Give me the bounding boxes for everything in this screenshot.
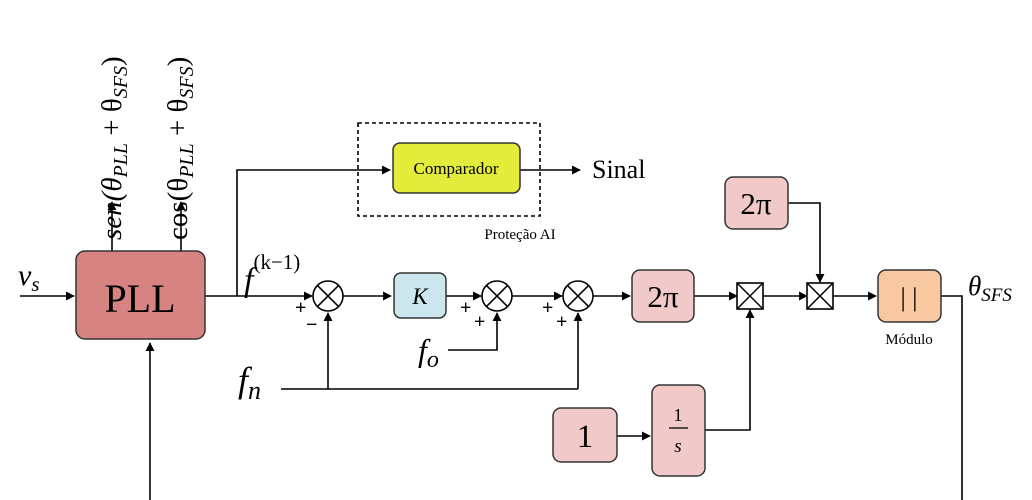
pll-cos-output-label: cos(θPLL + θSFS) bbox=[162, 57, 198, 240]
protection-label: Proteção AI bbox=[484, 227, 555, 243]
modulus-block bbox=[877, 269, 942, 323]
comparator-block bbox=[392, 142, 521, 194]
wire-top-2pi-to-mult2 bbox=[788, 202, 825, 283]
gain-block bbox=[393, 272, 447, 319]
comparator-label: Comparador bbox=[414, 159, 499, 178]
pll-sin-output-label: sen(θPLL + θSFS) bbox=[96, 56, 132, 240]
modulus-label: Módulo bbox=[885, 332, 933, 348]
two-pi-top-block bbox=[724, 176, 789, 230]
fn-label: fn bbox=[238, 360, 261, 405]
summing-junction-3 bbox=[562, 280, 594, 312]
signal-wires bbox=[20, 165, 963, 500]
integrator-denominator: s bbox=[674, 436, 681, 457]
pll-block-label: PLL bbox=[104, 276, 175, 321]
gain-label: K bbox=[411, 284, 429, 309]
summing-junction-2 bbox=[481, 280, 513, 312]
wire-theta-feedback bbox=[941, 295, 963, 500]
multiplier-2 bbox=[806, 282, 834, 310]
wire-branch-to-comparator bbox=[236, 165, 391, 296]
sum1-plus-sign: + bbox=[295, 297, 306, 319]
integrator-block bbox=[651, 384, 706, 477]
sum3-plus-sign-left: + bbox=[542, 297, 553, 319]
theta-sfs-output-label: θSFS bbox=[968, 271, 1012, 306]
input-vs-label: vs bbox=[18, 259, 40, 296]
fo-label: fo bbox=[418, 332, 439, 373]
modulus-symbol: | | bbox=[901, 283, 918, 312]
signal-output-label: Sinal bbox=[592, 155, 645, 184]
sum3-plus-sign-bottom: + bbox=[556, 311, 567, 333]
summing-junction-1 bbox=[312, 280, 344, 312]
wire-fo-to-sum2 bbox=[448, 312, 502, 351]
sum1-minus-sign: − bbox=[306, 314, 317, 336]
protection-region bbox=[357, 122, 541, 217]
wire-integrator-to-mult1 bbox=[705, 309, 755, 431]
sum2-plus-sign-bottom: + bbox=[474, 311, 485, 333]
pll-block bbox=[75, 250, 206, 340]
integrator-numerator: 1 bbox=[674, 405, 683, 425]
multiplier-1 bbox=[736, 282, 764, 310]
f-previous-label: f(k−1) bbox=[244, 250, 300, 299]
constant-one-block bbox=[552, 407, 618, 463]
sum2-plus-sign-left: + bbox=[460, 297, 471, 319]
two-pi-block bbox=[631, 269, 695, 323]
constant-one-label: 1 bbox=[577, 419, 594, 455]
two-pi-top-label: 2π bbox=[740, 186, 772, 221]
two-pi-label: 2π bbox=[647, 279, 679, 314]
